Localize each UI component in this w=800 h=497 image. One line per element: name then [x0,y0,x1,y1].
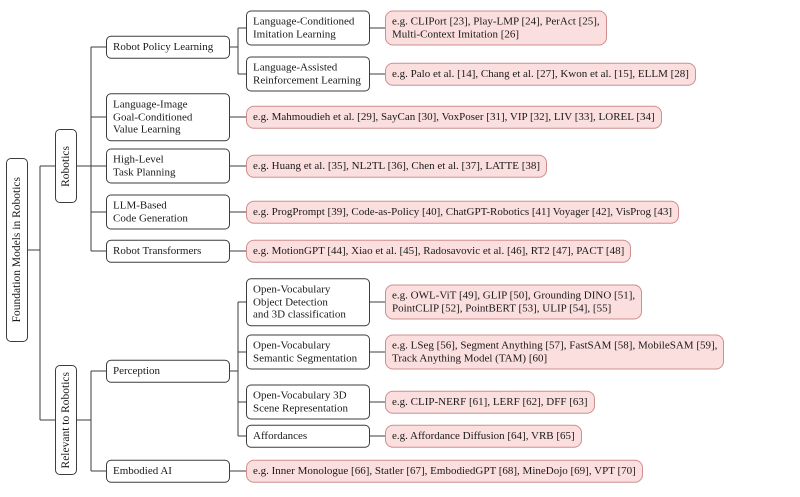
node-high-level-task-planning: High-Level Task Planning [106,148,230,184]
examples-affordances: e.g. Affordance Diffusion [64], VRB [65] [385,424,582,448]
node-open-vocabulary-object-detection: Open-Vocabulary Object Detection and 3D … [246,278,370,326]
node-open-vocabulary-3d-scene-representation: Open-Vocabulary 3D Scene Representation [246,384,370,420]
examples-language-image-goal-conditioned-value-learning: e.g. Mahmoudieh et al. [29], SayCan [30]… [246,105,662,129]
examples-embodied-ai: e.g. Inner Monologue [66], Statler [67],… [246,459,643,483]
node-open-vocabulary-semantic-segmentation: Open-Vocabulary Semantic Segmentation [246,334,370,370]
node-language-image-goal-conditioned-value-learning: Language-Image Goal-Conditioned Value Le… [106,93,230,141]
node-llm-based-code-generation: LLM-Based Code Generation [106,194,230,230]
node-robot-transformers: Robot Transformers [106,239,230,263]
node-perception: Perception [106,359,230,383]
node-language-conditioned-imitation-learning: Language-Conditioned Imitation Learning [246,10,370,46]
examples-language-conditioned-imitation-learning: e.g. CLIPort [23], Play-LMP [24], PerAct… [385,10,607,46]
examples-open-vocabulary-semantic-segmentation: e.g. LSeg [56], Segment Anything [57], F… [385,334,725,370]
examples-robot-transformers: e.g. MotionGPT [44], Xiao et al. [45], R… [246,239,632,263]
group-relevant-to-robotics: Relevant to Robotics [55,365,77,475]
node-embodied-ai: Embodied AI [106,459,230,483]
examples-open-vocabulary-object-detection: e.g. OWL-ViT [49], GLIP [50], Grounding … [385,284,643,320]
root-node-label: Foundation Models in Robotics [11,177,23,323]
examples-language-assisted-reinforcement-learning: e.g. Palo et al. [14], Chang et al. [27]… [385,62,696,86]
group-robotics: Robotics [55,129,77,203]
group-robotics-label: Robotics [60,145,72,187]
group-relevant-to-robotics-label: Relevant to Robotics [60,371,72,469]
examples-open-vocabulary-3d-scene-representation: e.g. CLIP-NERF [61], LERF [62], DFF [63] [385,390,595,414]
examples-llm-based-code-generation: e.g. ProgPrompt [39], Code-as-Policy [40… [246,200,680,224]
node-language-assisted-reinforcement-learning: Language-Assisted Reinforcement Learning [246,56,370,92]
root-node: Foundation Models in Robotics [6,158,28,342]
node-affordances: Affordances [246,424,370,448]
node-robot-policy-learning: Robot Policy Learning [106,35,230,59]
examples-high-level-task-planning: e.g. Huang et al. [35], NL2TL [36], Chen… [246,154,548,178]
